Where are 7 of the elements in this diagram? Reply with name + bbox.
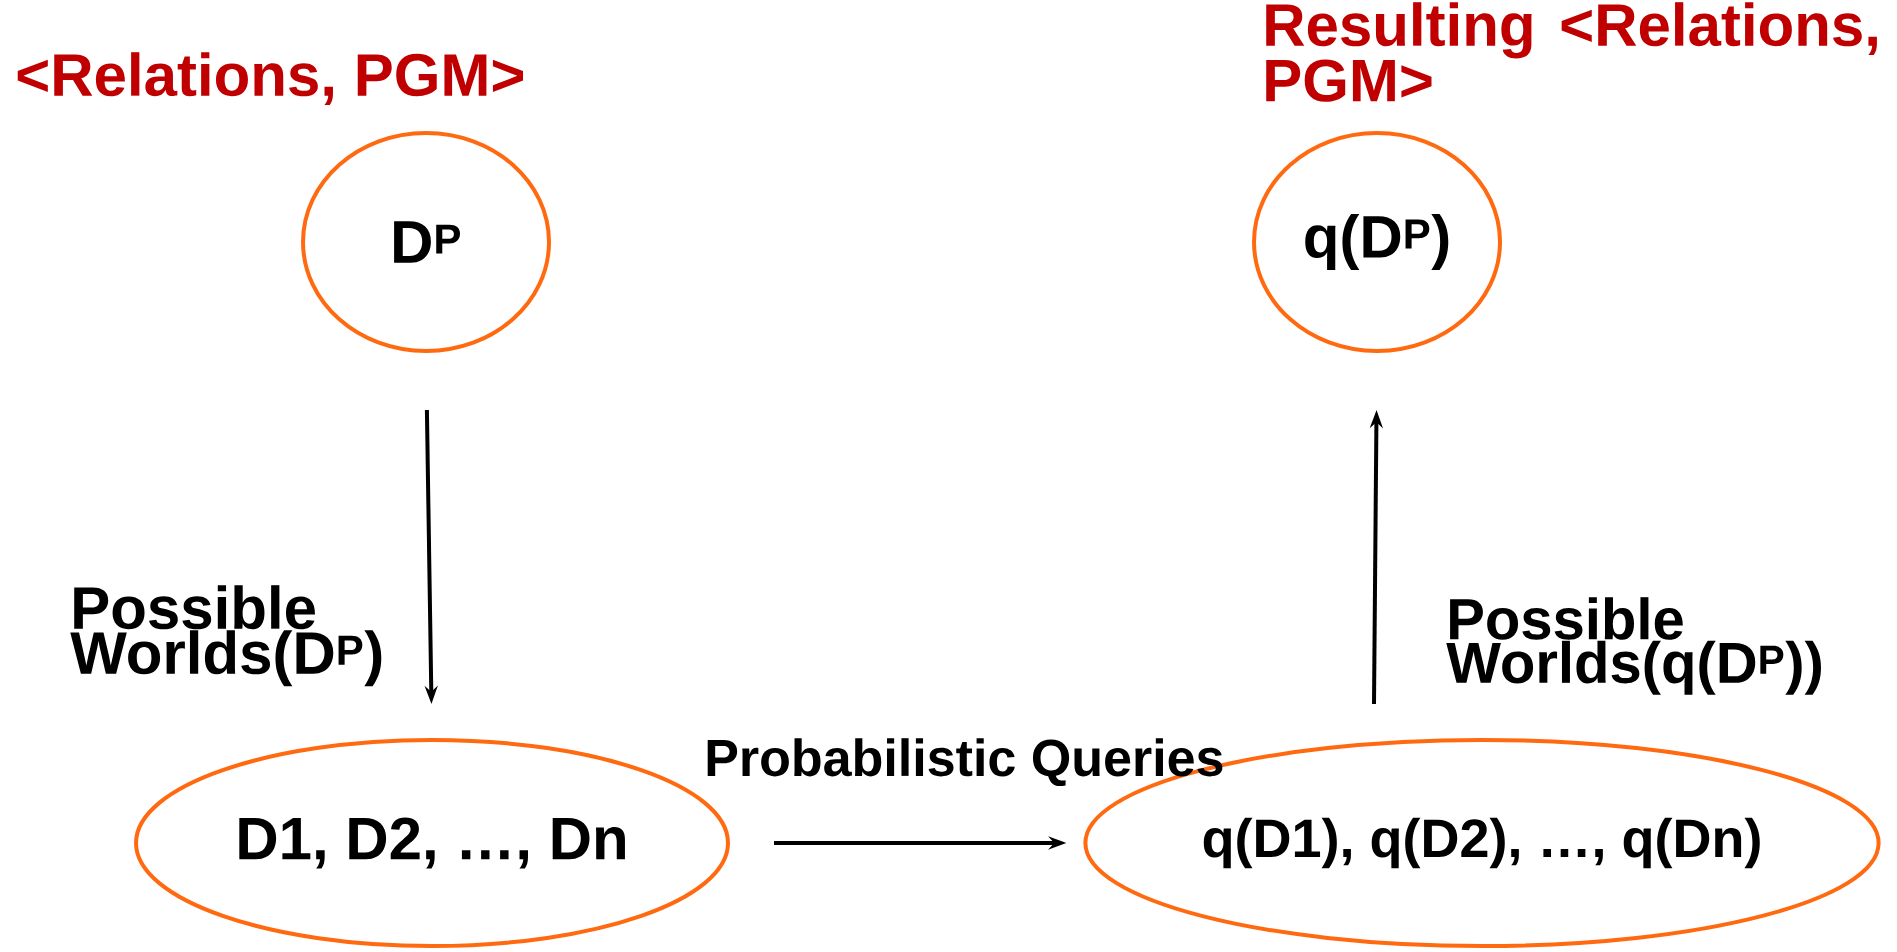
edge-label: Probabilistic Queries [707,738,1223,787]
heading: Resulting <Relations, PGM> [1266,2,1877,102]
heading: <Relations, PGM> [17,52,523,105]
ellipse-node: D$^{P}$ [301,131,551,353]
edge-label: Possible Worlds(D$^{P}$) [70,585,382,687]
edge-label: Possible Worlds(q(D$^{P}$)) [1446,597,1821,695]
ellipse-node: q(D$^{P}$) [1252,131,1502,353]
